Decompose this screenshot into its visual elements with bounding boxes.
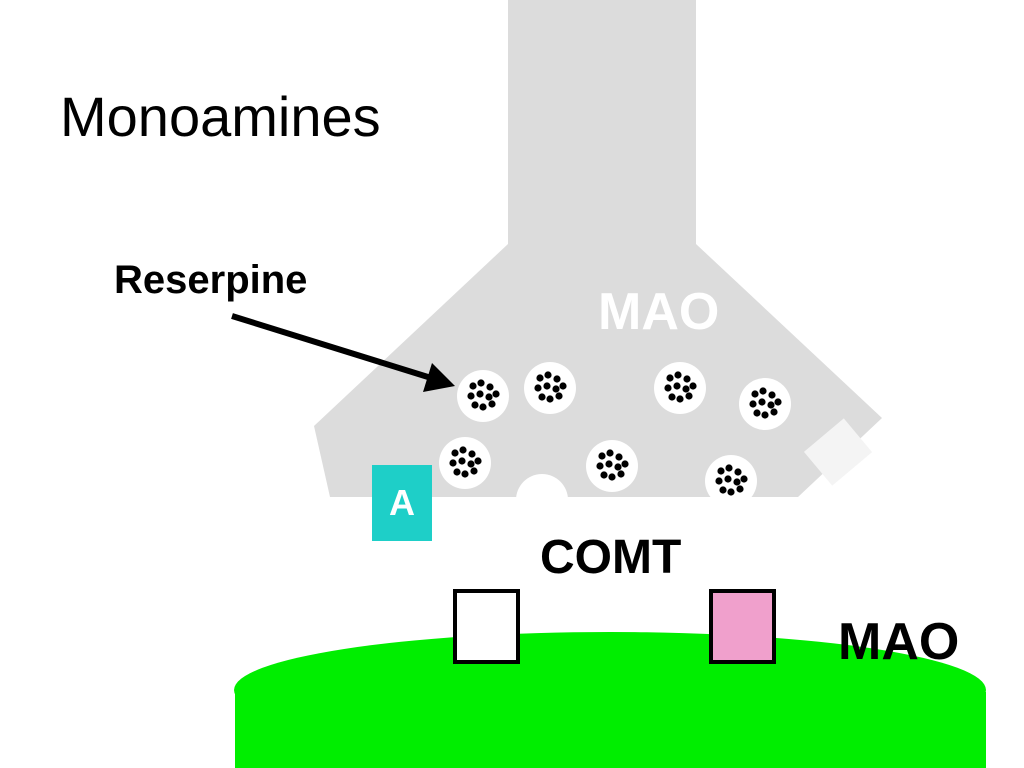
mao-postsynaptic-label: MAO (838, 613, 960, 671)
arrow-right-down-icon (231, 313, 455, 392)
vesicle-group (439, 362, 791, 507)
reserpine-label: Reserpine (114, 258, 308, 302)
axon-terminal (314, 244, 882, 497)
presynaptic-neuron (314, 0, 882, 526)
transporter-label: A (389, 482, 415, 523)
vesicle-dots-icon (524, 362, 576, 414)
postsynaptic-body (235, 692, 986, 768)
vesicle-dots-icon (654, 362, 706, 414)
vesicle-dots-icon (586, 440, 638, 492)
transporter-box (372, 465, 432, 541)
mao-enzyme-box (709, 589, 776, 664)
comt-enzyme-box (453, 589, 520, 664)
membrane-receptor (803, 418, 873, 486)
slide-title: Monoamines (60, 85, 381, 148)
vesicle-dots-icon (739, 378, 791, 430)
vesicle-dots-icon (705, 455, 757, 507)
release-site (516, 474, 568, 526)
comt-label: COMT (540, 531, 682, 584)
vesicle-dots-icon (439, 437, 491, 489)
mao-presynaptic-label: MAO (598, 283, 720, 341)
axon-stem (508, 0, 696, 260)
vesicle-dots-icon (457, 370, 509, 422)
postsynaptic-neuron (234, 632, 986, 768)
